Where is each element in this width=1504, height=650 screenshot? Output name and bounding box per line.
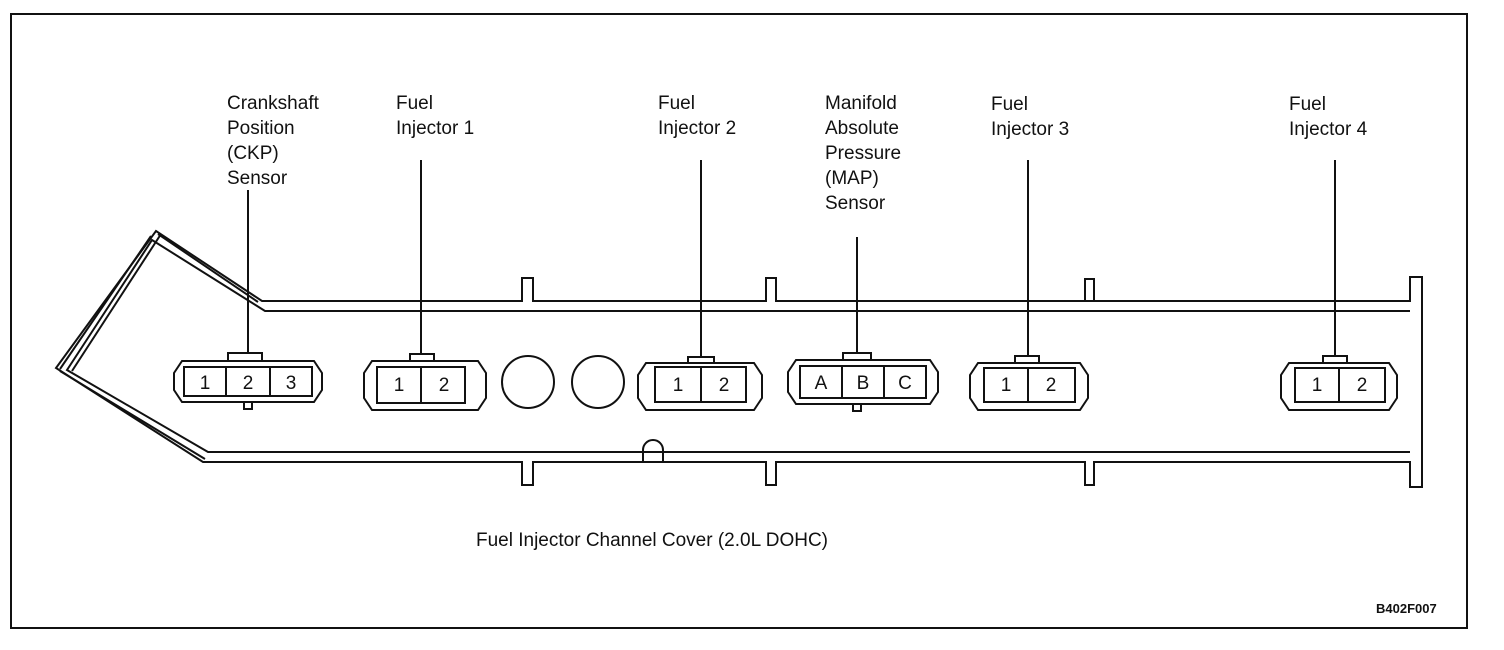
injector-4-connector: 1 2 (1280, 355, 1398, 411)
diagram-caption: Fuel Injector Channel Cover (2.0L DOHC) (476, 530, 828, 551)
hole-left (501, 355, 555, 409)
injector-3-pin-1: 1 (1001, 375, 1012, 396)
injector-3-connector: 1 2 (969, 355, 1089, 411)
cover-outline-inner (65, 238, 1410, 453)
injector-3-pin-2: 2 (1046, 375, 1057, 396)
injector-1-pin-2: 2 (439, 375, 450, 396)
ckp-pin-1: 1 (200, 373, 211, 394)
label-fuel-injector-3: Fuel Injector 3 (991, 94, 1070, 140)
injector-2-pin-1: 1 (673, 375, 684, 396)
cover-outline-outer (54, 229, 1423, 488)
map-connector: A B C (787, 352, 939, 412)
map-pin-b: B (857, 373, 870, 394)
map-pin-c: C (898, 373, 912, 394)
ckp-pin-2: 2 (243, 373, 254, 394)
map-pin-a: A (815, 373, 828, 394)
label-fuel-injector-2: Fuel Injector 2 (658, 93, 737, 139)
injector-1-pin-1: 1 (394, 375, 405, 396)
label-fuel-injector-1: Fuel Injector 1 (396, 93, 475, 139)
injector-4-pin-2: 2 (1357, 375, 1368, 396)
injector-2-pin-2: 2 (719, 375, 730, 396)
injector-2-connector: 1 2 (637, 356, 763, 411)
ckp-connector: 1 2 3 (173, 352, 323, 410)
label-ckp-sensor: Crankshaft Position (CKP) Sensor (227, 93, 319, 189)
diagram-frame (10, 13, 1468, 629)
label-map-sensor: Manifold Absolute Pressure (MAP) Sensor (825, 93, 902, 214)
injector-1-connector: 1 2 (363, 353, 487, 411)
hole-right (571, 355, 625, 409)
injector-4-pin-1: 1 (1312, 375, 1323, 396)
figure-id: B402F007 (1376, 601, 1437, 616)
ckp-pin-3: 3 (286, 373, 297, 394)
label-fuel-injector-4: Fuel Injector 4 (1289, 94, 1368, 140)
